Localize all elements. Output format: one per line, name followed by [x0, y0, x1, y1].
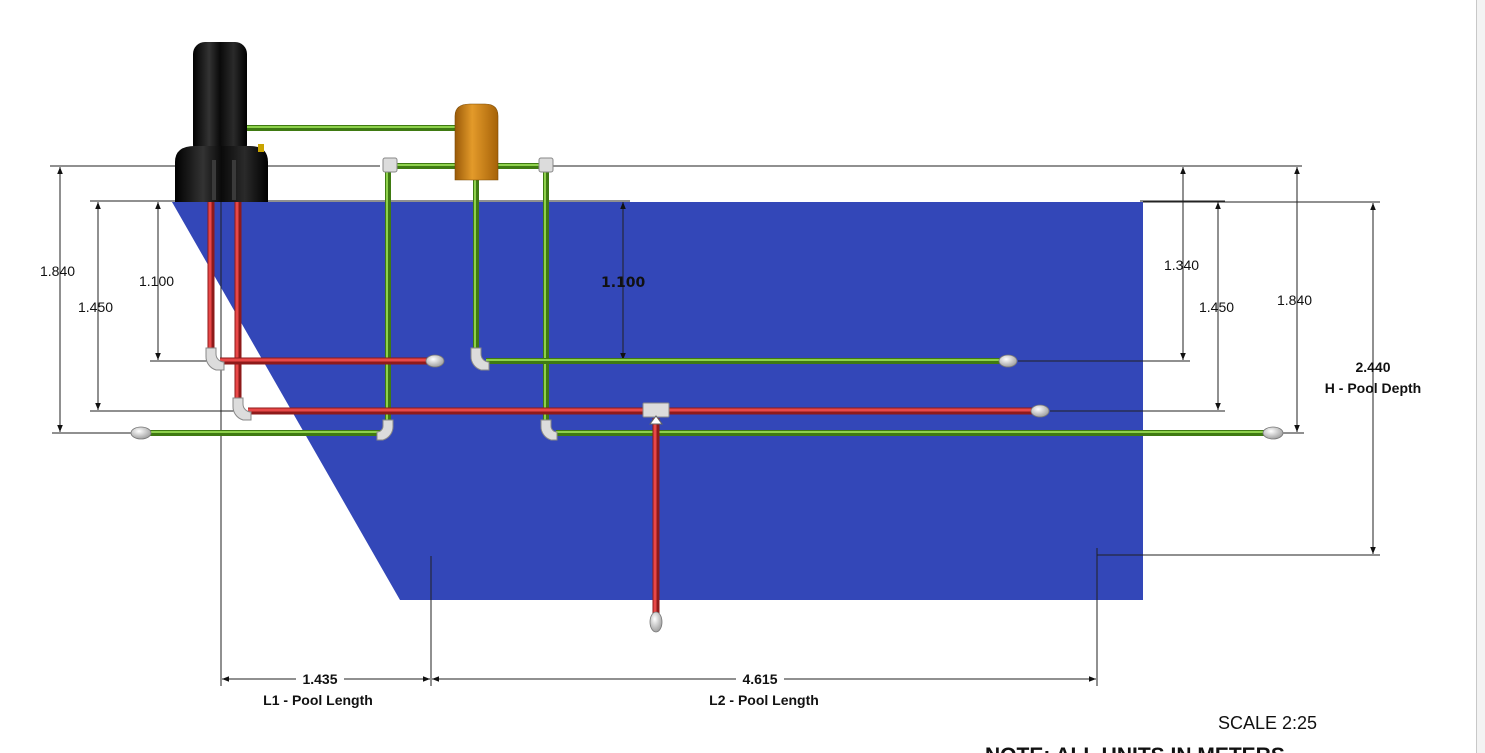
- dim-length1-label: L1 - Pool Length: [263, 692, 373, 708]
- page-right-edge: [1476, 0, 1485, 753]
- dim-length1-value: 1.435: [302, 671, 337, 687]
- suction-pipes: [207, 200, 1032, 614]
- pipe-end-caps: [130, 354, 1284, 633]
- dim-length2-value: 4.615: [742, 671, 777, 687]
- note-text: NOTE: ALL UNITS IN METERS: [985, 744, 1285, 753]
- pipe-fittings: [205, 157, 670, 441]
- dim-length2-label: L2 - Pool Length: [709, 692, 819, 708]
- dim-pool-depth-label: H - Pool Depth: [1325, 380, 1421, 396]
- left-dimension-lines: [50, 165, 380, 434]
- pump: [175, 42, 268, 202]
- dim-right-short-height: 1.340: [1164, 257, 1199, 273]
- return-pipe-horizontals: [148, 358, 1266, 436]
- return-pipe-pump-to-filter: [245, 125, 456, 131]
- center-dimension-line: [262, 200, 630, 360]
- filter: [454, 103, 499, 181]
- dim-right-outer-height: 1.840: [1277, 292, 1312, 308]
- dim-right-inner-height: 1.450: [1199, 299, 1234, 315]
- dim-left-inner-height: 1.450: [78, 299, 113, 315]
- right-dimension-lines: [550, 165, 1380, 556]
- return-pipe-verticals: [385, 170, 549, 428]
- dim-center-height: 1.100: [601, 275, 646, 291]
- dim-pool-depth-value: 2.440: [1355, 359, 1390, 375]
- pool-body: [172, 202, 1143, 600]
- dim-left-outer-height: 1.840: [40, 263, 75, 279]
- dim-left-short-height: 1.100: [139, 273, 174, 289]
- scale-text: SCALE 2:25: [1218, 713, 1317, 733]
